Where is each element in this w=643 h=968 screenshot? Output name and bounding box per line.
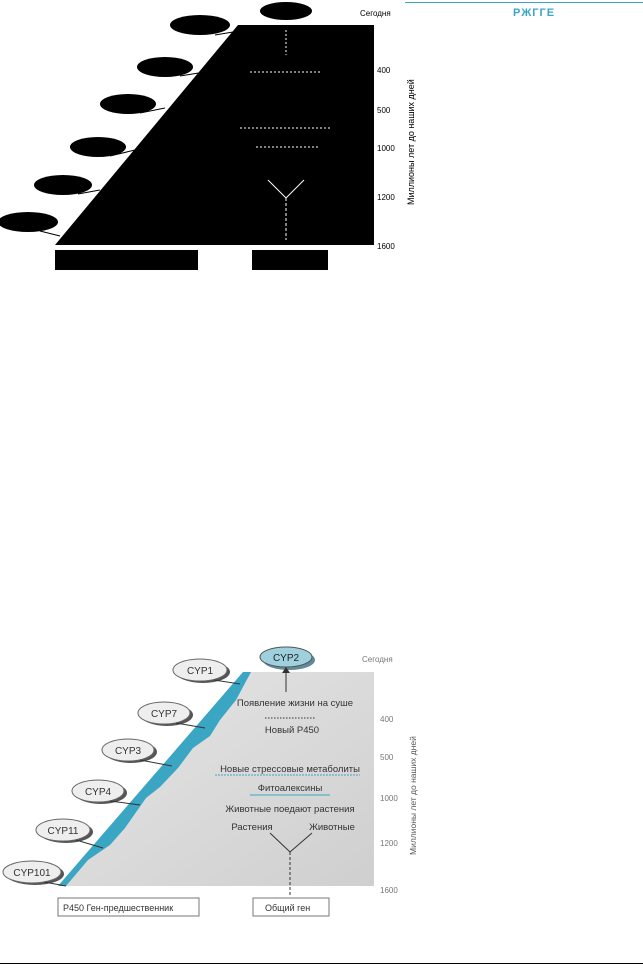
event-animals-eat-plants: Животные поедают растения (225, 804, 354, 815)
diagonal-band (58, 672, 251, 886)
cyp101-label: CYP101 (13, 868, 51, 879)
cyp11-ellipse (35, 818, 91, 842)
cyp11-family: CYP11 (35, 818, 104, 849)
base-box-left (55, 250, 198, 270)
branch-left-label: Растения (231, 822, 272, 833)
axis-tick-label: 400 (380, 715, 394, 724)
cyp3-ellipse (101, 738, 155, 762)
cyp2-ellipse (260, 2, 312, 20)
cyp2-label: CYP2 (273, 653, 300, 664)
cyp11-ellipse (34, 175, 92, 195)
cyp7-ellipse (137, 57, 193, 77)
event-new-p450: Новый P450 (265, 725, 319, 736)
axis-title: Миллионы лет до наших дней (408, 736, 418, 855)
branch-left-line (269, 832, 291, 853)
cyp1-family: CYP1 (172, 658, 241, 685)
axis-tick-label: 1600 (377, 242, 395, 251)
cyp11-label: CYP11 (48, 826, 79, 837)
cyp3-label: CYP3 (115, 746, 142, 757)
cyp3-ellipse (100, 94, 156, 114)
base-right-label: Общий ген (265, 903, 310, 913)
present-label: Сегодня (362, 655, 393, 664)
event-stress-metabolites: Новые стрессовые метаболиты (220, 764, 360, 775)
cyp4-ellipse (70, 137, 126, 157)
axis-tick-label: 500 (377, 106, 391, 115)
axis-tick-label: 1600 (380, 886, 398, 895)
present-label: Сегодня (360, 9, 391, 18)
base-box-left (57, 897, 200, 917)
axis-tick-label: 1200 (377, 193, 395, 202)
base-box-right (252, 250, 328, 270)
journal-logo: PЖГГЕ (513, 7, 556, 19)
p450-evolution-diagram: P450 Ген-предшественник Общий ген CYP2 С… (0, 640, 643, 930)
triangle-region (58, 672, 374, 886)
base-box-right (252, 897, 330, 917)
cyp101-ellipse (0, 212, 58, 232)
cyp3-family: CYP3 (101, 738, 173, 767)
p450-evolution-diagram-dark: Сегодня 400 500 1000 1200 1600 Миллионы … (0, 0, 643, 280)
cyp7-label: CYP7 (151, 709, 178, 720)
event-phytoalexins: Фитоалексины (258, 783, 323, 794)
event-land-life: Появление жизни на суше (237, 698, 353, 709)
axis-tick-label: 400 (377, 66, 391, 75)
cyp4-ellipse (71, 779, 125, 803)
axis-tick-label: 1000 (377, 144, 395, 153)
footer-rule (0, 963, 643, 964)
cyp4-label: CYP4 (85, 787, 112, 798)
arrow-head (282, 667, 290, 673)
triangle-region (55, 25, 374, 245)
cyp1-ellipse (170, 15, 230, 35)
branch-right-line (289, 832, 313, 853)
cyp7-ellipse (137, 701, 191, 725)
base-left-label: P450 Ген-предшественник (63, 903, 173, 913)
axis-ticks: 400 500 1000 1200 1600 (377, 66, 395, 251)
cyp4-family: CYP4 (71, 779, 141, 806)
axis-ticks: 400 500 1000 1200 1600 (380, 715, 398, 895)
axis-tick-label: 500 (380, 753, 394, 762)
axis-tick-label: 1200 (380, 839, 398, 848)
axis-tick-label: 1000 (380, 794, 398, 803)
header-rule (405, 2, 643, 3)
family-ellipses (0, 15, 230, 232)
cyp101-family: CYP101 (2, 860, 67, 887)
axis-title: Миллионы лет до наших дней (406, 79, 416, 205)
cyp1-ellipse (172, 658, 228, 682)
cyp101-ellipse (2, 860, 62, 884)
branch-right-label: Животные (309, 822, 355, 833)
cyp7-family: CYP7 (137, 701, 206, 729)
cyp1-label: CYP1 (187, 666, 214, 677)
